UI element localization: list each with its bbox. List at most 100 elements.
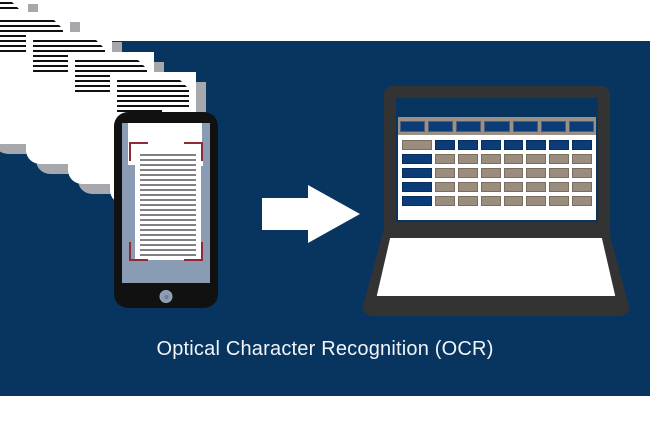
spreadsheet-row	[402, 154, 593, 164]
text-line	[140, 169, 196, 171]
spreadsheet-cell[interactable]	[480, 140, 501, 150]
spreadsheet-header-cell[interactable]	[402, 182, 432, 192]
text-line	[0, 30, 63, 32]
text-line	[140, 179, 196, 181]
text-line	[33, 45, 105, 47]
spreadsheet-cell[interactable]	[435, 168, 455, 178]
toolbar-button[interactable]	[568, 120, 594, 132]
caption-text: Optical Character Recognition (OCR)	[156, 338, 494, 360]
toolbar-button[interactable]	[428, 120, 454, 132]
spreadsheet-row	[402, 182, 593, 192]
spreadsheet-cell[interactable]	[503, 196, 524, 206]
text-line	[140, 189, 196, 191]
spreadsheet-cell[interactable]	[572, 168, 593, 178]
text-line	[75, 70, 147, 72]
spreadsheet-toolbar	[398, 117, 596, 135]
spreadsheet-cell[interactable]	[526, 168, 547, 178]
scan-frame-corner-top-right	[184, 142, 203, 161]
spreadsheet-cell[interactable]	[480, 196, 501, 206]
spreadsheet-cell[interactable]	[480, 154, 501, 164]
spreadsheet-cell[interactable]	[503, 154, 524, 164]
laptop-front-edge	[362, 310, 630, 316]
spreadsheet-cell[interactable]	[435, 196, 455, 206]
toolbar-button[interactable]	[540, 120, 566, 132]
smartphone	[114, 112, 218, 308]
text-line	[140, 224, 196, 226]
spreadsheet-cell[interactable]	[526, 182, 547, 192]
spreadsheet-cell[interactable]	[549, 154, 570, 164]
text-line	[117, 105, 189, 107]
text-line	[75, 65, 147, 67]
spreadsheet-header-cell[interactable]	[402, 140, 432, 150]
text-line	[140, 154, 196, 156]
spreadsheet-cell[interactable]	[435, 182, 455, 192]
text-line	[140, 249, 196, 251]
spreadsheet-cell[interactable]	[457, 168, 478, 178]
spreadsheet-cell[interactable]	[572, 182, 593, 192]
spreadsheet-grid	[398, 135, 596, 220]
text-line	[140, 159, 196, 161]
spreadsheet-cell[interactable]	[526, 140, 547, 150]
page-fold-corner	[171, 72, 196, 97]
text-line	[117, 85, 189, 87]
phone-home-button[interactable]	[159, 290, 173, 303]
text-line	[140, 174, 196, 176]
text-line	[0, 20, 63, 22]
text-line	[117, 90, 189, 92]
spreadsheet-row	[402, 168, 593, 178]
text-line	[140, 199, 196, 201]
text-line	[117, 95, 189, 97]
text-line	[117, 110, 162, 112]
text-line	[140, 204, 196, 206]
spreadsheet-cell[interactable]	[503, 140, 524, 150]
spreadsheet-cell[interactable]	[503, 168, 524, 178]
spreadsheet-cell[interactable]	[457, 140, 478, 150]
spreadsheet-cell[interactable]	[549, 182, 570, 192]
toolbar-button[interactable]	[400, 120, 426, 132]
text-line	[0, 25, 63, 27]
spreadsheet-cell[interactable]	[457, 196, 478, 206]
spreadsheet-header-cell[interactable]	[402, 196, 432, 206]
text-line	[140, 209, 196, 211]
spreadsheet-header-cell[interactable]	[402, 154, 432, 164]
spreadsheet-cell[interactable]	[572, 140, 593, 150]
spreadsheet-row	[402, 196, 593, 206]
arrow-shaft	[262, 198, 314, 230]
toolbar-button[interactable]	[484, 120, 510, 132]
text-line	[140, 184, 196, 186]
spreadsheet-cell[interactable]	[480, 182, 501, 192]
text-line	[33, 50, 105, 52]
laptop-lid	[384, 86, 610, 234]
spreadsheet-cell[interactable]	[457, 154, 478, 164]
spreadsheet-cell[interactable]	[572, 196, 593, 206]
toolbar-button[interactable]	[512, 120, 538, 132]
arrow-head	[308, 185, 360, 243]
right-arrow-icon	[262, 185, 360, 243]
spreadsheet-header-cell[interactable]	[402, 168, 432, 178]
spreadsheet-cell[interactable]	[457, 182, 478, 192]
text-line	[75, 60, 147, 62]
spreadsheet-cell[interactable]	[549, 168, 570, 178]
text-line	[33, 40, 105, 42]
document-text-lines	[117, 80, 189, 115]
spreadsheet-cell[interactable]	[435, 140, 455, 150]
spreadsheet-cell[interactable]	[526, 196, 547, 206]
scan-frame-corner-bottom-left	[129, 242, 148, 261]
spreadsheet-cell[interactable]	[572, 154, 593, 164]
spreadsheet-cell[interactable]	[480, 168, 501, 178]
spreadsheet-cell[interactable]	[503, 182, 524, 192]
toolbar-button[interactable]	[456, 120, 482, 132]
text-line	[140, 239, 196, 241]
laptop	[362, 86, 630, 318]
spreadsheet-cell[interactable]	[435, 154, 455, 164]
laptop-base	[362, 230, 630, 318]
spreadsheet-row	[402, 140, 593, 150]
laptop-trackpad[interactable]	[472, 290, 520, 295]
laptop-screen	[396, 98, 598, 222]
spreadsheet-cell[interactable]	[526, 154, 547, 164]
text-line	[140, 194, 196, 196]
laptop-keyboard-surface	[376, 238, 616, 296]
spreadsheet-cell[interactable]	[549, 140, 570, 150]
spreadsheet-cell[interactable]	[549, 196, 570, 206]
